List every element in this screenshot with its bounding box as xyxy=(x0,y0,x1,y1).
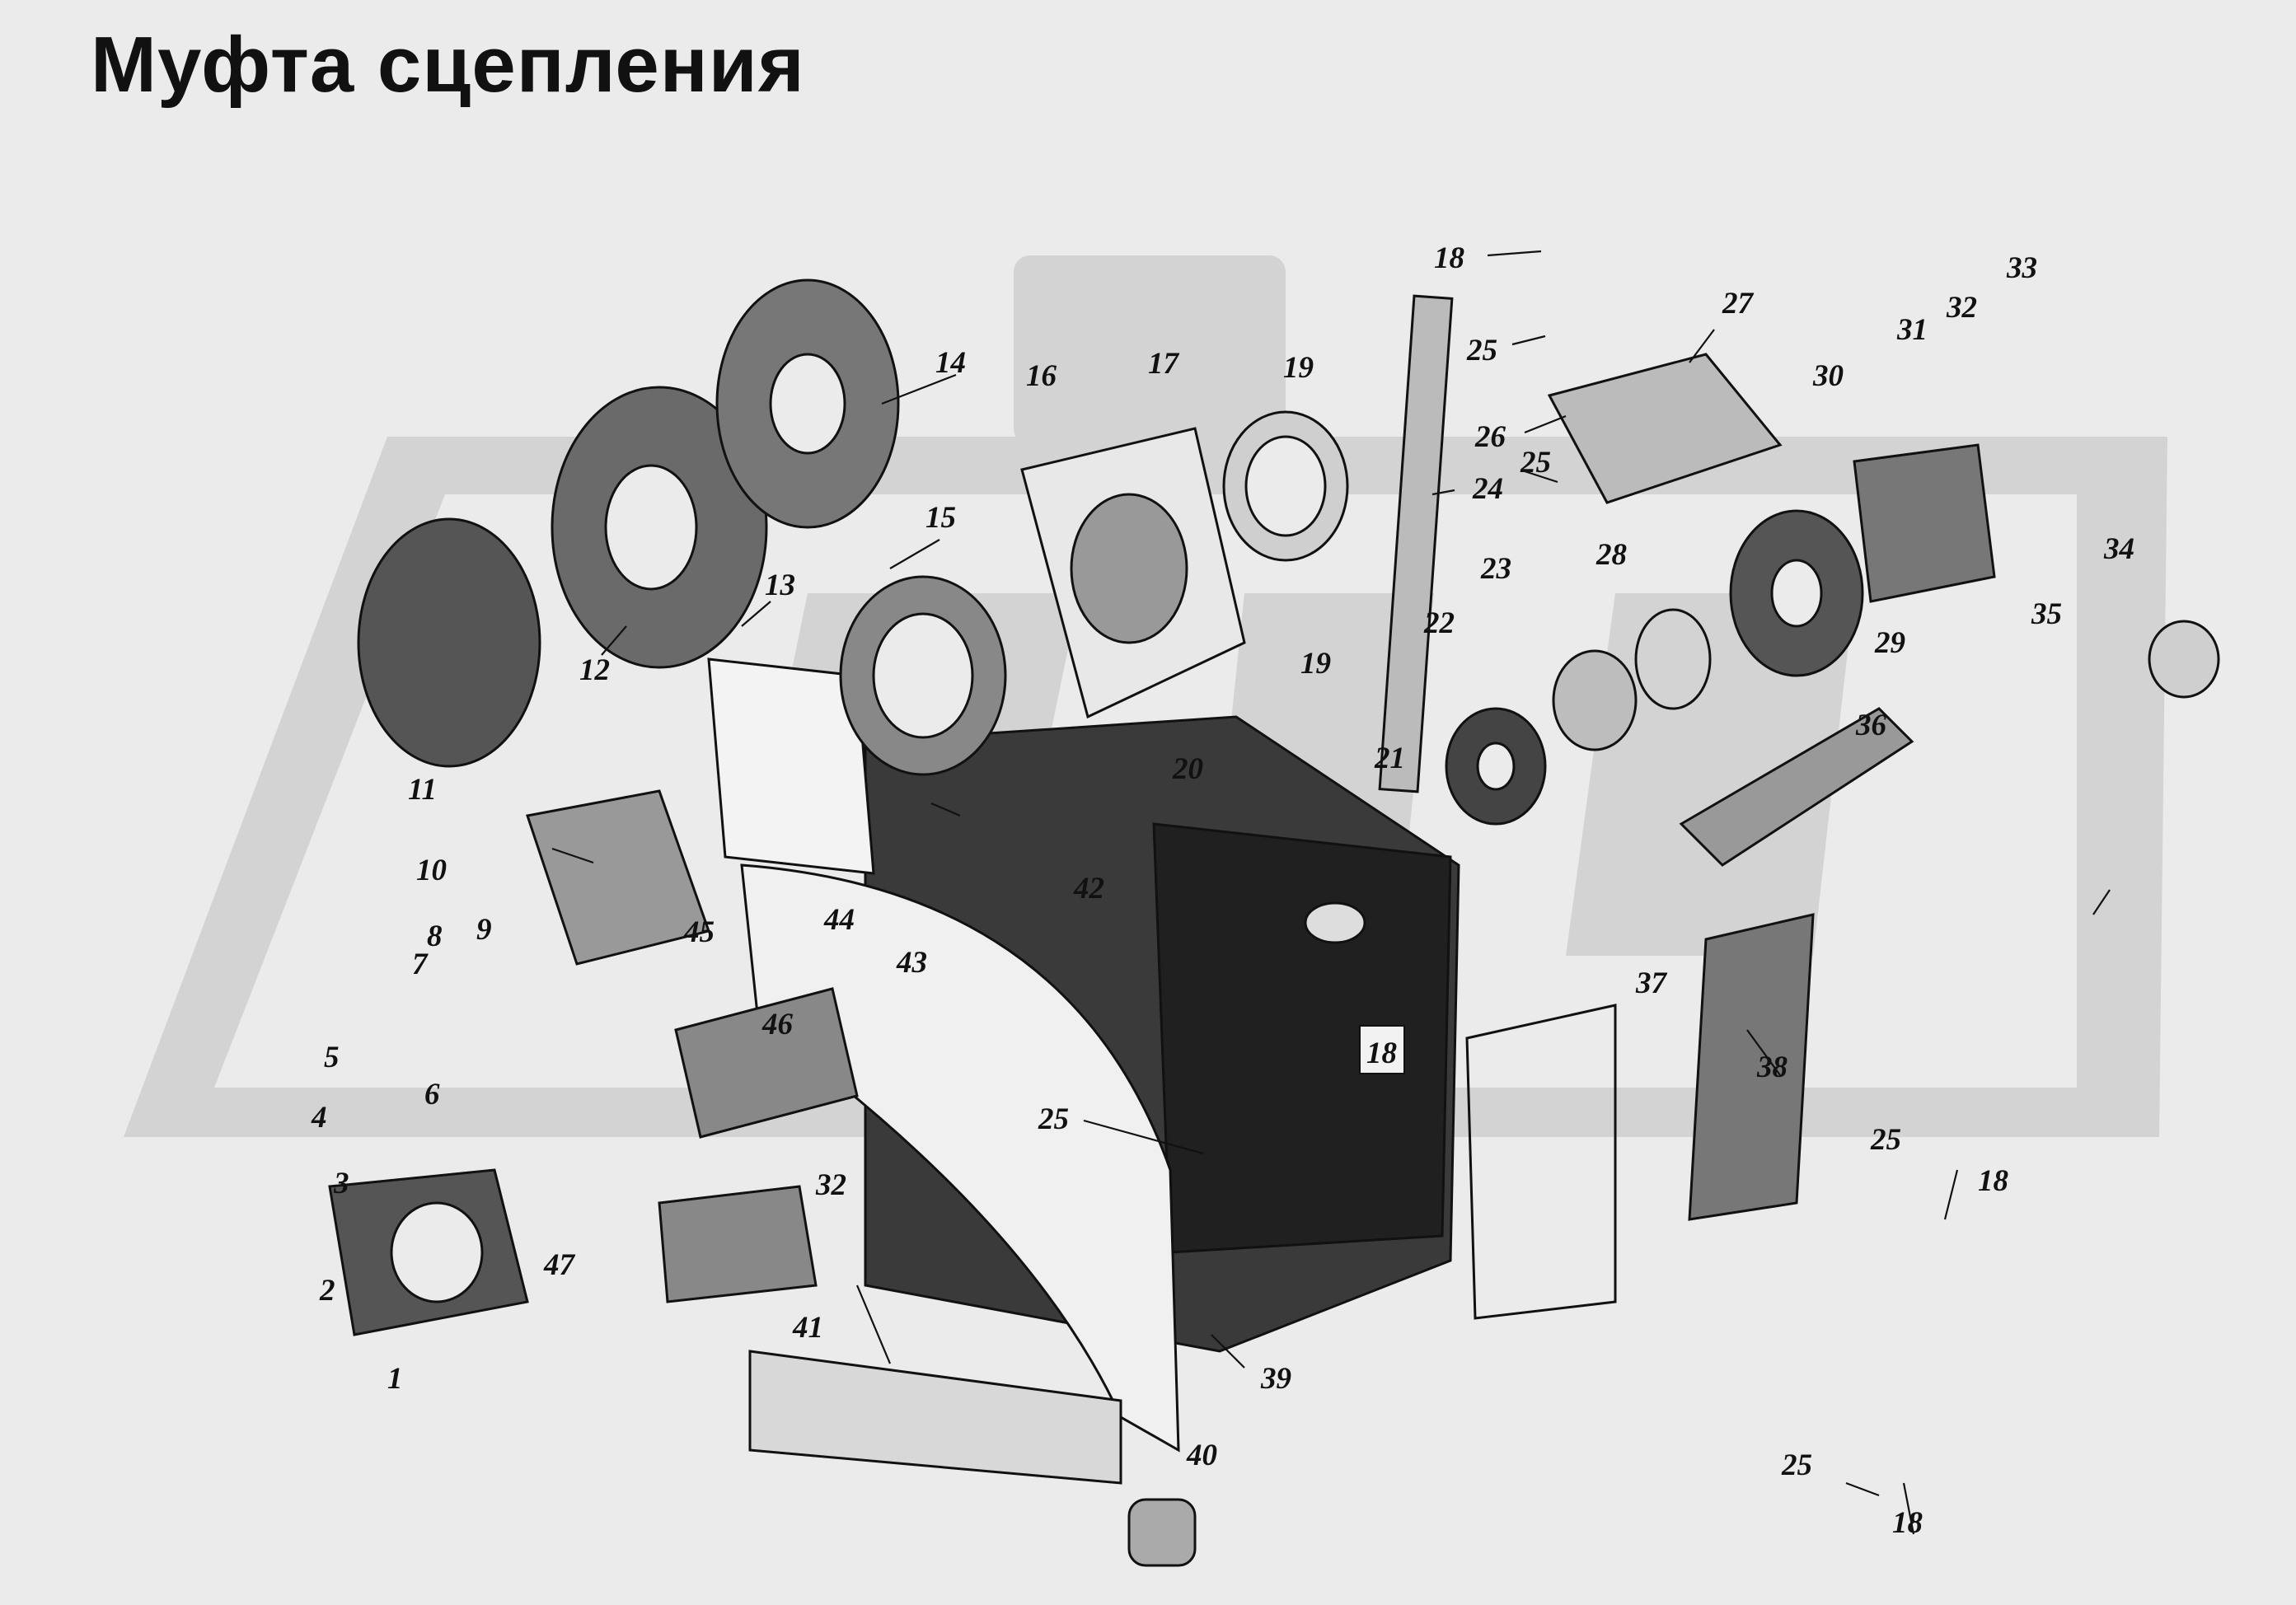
callout-18-right: 18 xyxy=(1978,1164,2008,1198)
callout-43: 43 xyxy=(896,946,927,980)
callout-7: 7 xyxy=(412,948,429,981)
callout-19-mid: 19 xyxy=(1300,647,1331,681)
callout-25-d: 25 xyxy=(1870,1123,1901,1157)
callout-33: 33 xyxy=(2006,251,2037,285)
callout-30: 30 xyxy=(1812,359,1844,393)
svg-text:18: 18 xyxy=(1366,1036,1397,1070)
callout-34: 34 xyxy=(2103,532,2134,566)
callout-25-e: 25 xyxy=(1781,1448,1812,1482)
callout-35: 35 xyxy=(2031,597,2062,631)
callout-24: 24 xyxy=(1472,472,1503,506)
callout-10: 10 xyxy=(416,854,447,887)
callout-40: 40 xyxy=(1186,1439,1217,1472)
callout-3: 3 xyxy=(333,1167,349,1200)
callout-45: 45 xyxy=(683,915,715,949)
callout-41: 41 xyxy=(792,1311,823,1345)
callout-5: 5 xyxy=(324,1041,340,1074)
callout-42: 42 xyxy=(1073,872,1104,905)
callout-9: 9 xyxy=(476,913,492,947)
callout-6: 6 xyxy=(424,1078,440,1111)
callout-28: 28 xyxy=(1595,538,1627,572)
callout-26: 26 xyxy=(1474,420,1506,454)
callout-18-lower: 18 xyxy=(1892,1506,1923,1540)
callout-16: 16 xyxy=(1026,359,1057,393)
callout-32-top: 32 xyxy=(1946,291,1977,325)
callout-44: 44 xyxy=(823,903,855,937)
callout-18-top: 18 xyxy=(1434,241,1464,275)
clutch-housing xyxy=(740,715,1460,1485)
callout-13: 13 xyxy=(765,569,795,602)
callout-18-boxed: 18 xyxy=(1359,1025,1405,1074)
callout-39: 39 xyxy=(1260,1362,1291,1396)
callout-25-a: 25 xyxy=(1466,334,1497,367)
callout-29: 29 xyxy=(1874,626,1905,660)
callouts: 1 2 3 4 5 6 7 8 9 10 11 12 13 14 15 16 1… xyxy=(311,241,2134,1540)
callout-1: 1 xyxy=(387,1362,403,1396)
callout-11: 11 xyxy=(408,773,437,807)
callout-32-mid: 32 xyxy=(815,1168,846,1202)
callout-8: 8 xyxy=(427,919,443,953)
callout-27: 27 xyxy=(1722,287,1755,321)
callout-21: 21 xyxy=(1374,742,1405,775)
page-title: Муфта сцепления xyxy=(91,21,805,109)
callout-38: 38 xyxy=(1756,1051,1788,1084)
callout-47: 47 xyxy=(543,1248,576,1282)
callout-25-c: 25 xyxy=(1038,1102,1069,1136)
disc-parts xyxy=(328,278,2220,1567)
callout-15: 15 xyxy=(925,501,956,535)
callout-25-b: 25 xyxy=(1520,446,1551,480)
callout-20: 20 xyxy=(1172,752,1203,786)
callout-31: 31 xyxy=(1896,313,1928,347)
callout-4: 4 xyxy=(311,1101,327,1135)
callout-19-top: 19 xyxy=(1283,351,1314,385)
callout-37: 37 xyxy=(1635,966,1668,1000)
callout-17: 17 xyxy=(1148,347,1180,381)
leader-lines xyxy=(551,250,2111,1535)
callout-14: 14 xyxy=(935,346,966,380)
callout-2: 2 xyxy=(319,1274,335,1308)
callout-46: 46 xyxy=(761,1008,794,1041)
callout-36: 36 xyxy=(1855,709,1887,742)
callout-22: 22 xyxy=(1423,606,1455,640)
callout-12: 12 xyxy=(579,653,610,687)
callout-23: 23 xyxy=(1480,552,1511,586)
